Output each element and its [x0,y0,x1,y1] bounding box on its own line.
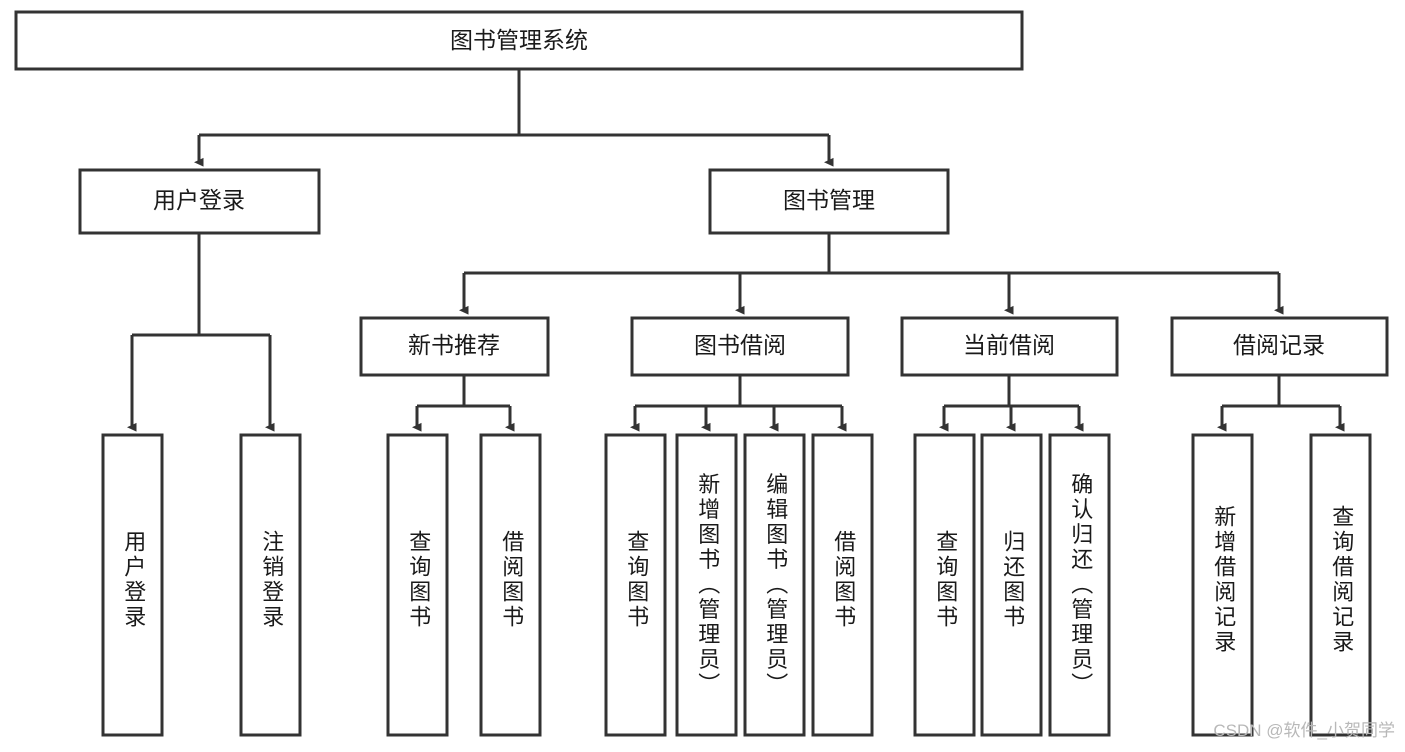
connector-currentborrow-to-leaves [939,375,1084,432]
leaf-add-borrow-record-label: 新增借阅记录 [1211,505,1236,655]
node-user-login[interactable]: 用户登录 [78,168,321,235]
connector-borrowrecord-to-leaves [1217,375,1345,432]
node-root-book-management-system[interactable]: 图书管理系统 [14,10,1024,71]
leaf-borrow-book-borrow-label: 借阅图书 [831,530,856,630]
node-book-management-label: 图书管理 [783,187,875,213]
leaf-add-book-admin-label: 新增图书（管理员） [695,473,720,698]
leaf-add-book-admin[interactable]: 新增图书（管理员） [675,433,738,737]
leaf-query-borrow-record[interactable]: 查询借阅记录 [1309,433,1372,737]
connector-root-to-level1 [194,69,834,167]
node-user-login-label: 用户登录 [153,187,245,213]
node-book-borrow[interactable]: 图书借阅 [630,316,850,377]
leaf-return-book[interactable]: 归还图书 [980,433,1043,737]
leaf-query-book-recommend[interactable]: 查询图书 [386,433,449,737]
leaf-confirm-return-admin[interactable]: 确认归还（管理员） [1048,433,1111,737]
leaf-edit-book-admin[interactable]: 编辑图书（管理员） [743,433,806,737]
leaf-return-book-label: 归还图书 [1000,530,1025,630]
leaf-logout[interactable]: 注销登录 [239,433,302,737]
leaf-query-book-current-label: 查询图书 [933,530,958,630]
node-root-label: 图书管理系统 [450,27,588,53]
leaf-confirm-return-admin-label: 确认归还（管理员） [1068,473,1093,698]
node-book-borrow-label: 图书借阅 [694,332,786,358]
node-current-borrow[interactable]: 当前借阅 [900,316,1119,377]
node-current-borrow-label: 当前借阅 [963,332,1055,358]
leaf-query-book-current[interactable]: 查询图书 [913,433,976,737]
leaf-query-borrow-record-label: 查询借阅记录 [1329,505,1354,655]
leaf-borrow-book-recommend-label: 借阅图书 [499,530,524,630]
leaf-logout-label: 注销登录 [259,530,284,630]
connector-newbook-to-leaves [412,375,515,432]
connector-userlogin-to-leaves [127,233,275,432]
leaf-user-login[interactable]: 用户登录 [101,433,164,737]
leaf-query-book-borrow-label: 查询图书 [624,530,649,630]
leaf-query-book-borrow[interactable]: 查询图书 [604,433,667,737]
node-borrow-record[interactable]: 借阅记录 [1170,316,1389,377]
leaf-user-login-label: 用户登录 [121,530,146,630]
leaf-query-book-recommend-label: 查询图书 [406,530,431,630]
node-new-book-recommend-label: 新书推荐 [408,332,500,358]
leaf-borrow-book-borrow[interactable]: 借阅图书 [811,433,874,737]
leaf-add-borrow-record[interactable]: 新增借阅记录 [1191,433,1254,737]
node-borrow-record-label: 借阅记录 [1233,332,1325,358]
leaf-borrow-book-recommend[interactable]: 借阅图书 [479,433,542,737]
node-new-book-recommend[interactable]: 新书推荐 [359,316,550,377]
connector-bookborrow-to-leaves [630,375,847,432]
leaf-edit-book-admin-label: 编辑图书（管理员） [763,473,788,698]
connector-bookmgmt-to-level2 [459,233,1284,315]
node-book-management[interactable]: 图书管理 [708,168,950,235]
